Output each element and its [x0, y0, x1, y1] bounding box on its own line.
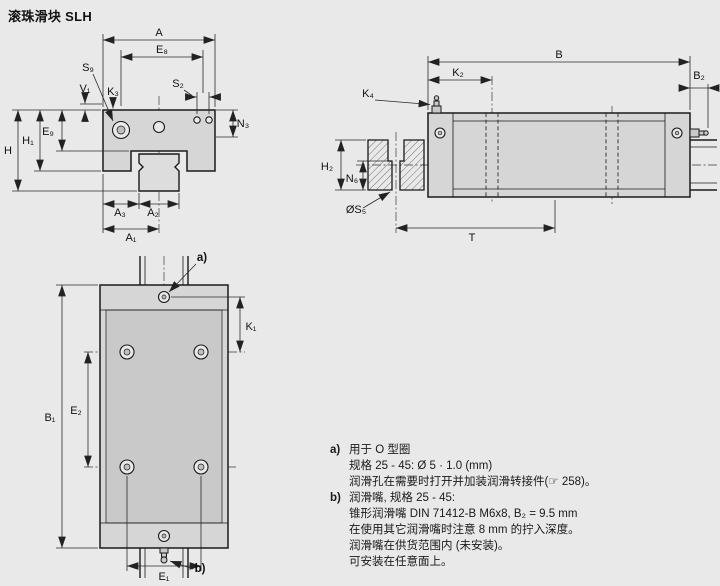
runner-block-section	[102, 109, 216, 172]
dim-label-k1: K₁	[245, 321, 256, 333]
footnote-b-line-2: 锥形润滑嘴 DIN 71412-B M6x8, B₂ = 9.5 mm	[349, 508, 578, 520]
dim-label-k2: K₂	[452, 67, 464, 79]
front-view: A E₈ S₉ K₃ V₁ S₂ N₃ E₉ H₁ H A₃ A₂ A₁	[4, 27, 249, 244]
footnote-a-line-2: 规格 25 - 45: Ø 5 · 1.0 (mm)	[349, 460, 493, 472]
dim-label-b2: B₂	[693, 70, 705, 82]
front-view-dimension-labels: A E₈ S₉ K₃ V₁ S₂ N₃ E₉ H₁ H A₃ A₂ A₁	[4, 27, 249, 244]
block-side-details	[434, 113, 683, 197]
dim-label-s9: S₉	[82, 62, 94, 74]
rail-side-right	[690, 139, 717, 191]
dim-label-n3: N₃	[237, 118, 249, 130]
grease-nipple-end	[689, 128, 709, 138]
lube-port-bottom	[157, 529, 171, 543]
runner-block-side	[427, 112, 691, 198]
grease-nipple-bottom	[159, 547, 169, 564]
dim-label-s5: ØS₅	[346, 204, 366, 216]
callout-b-label: b)	[195, 563, 206, 575]
dim-label-h: H	[4, 145, 12, 157]
dim-label-k4: K₄	[362, 88, 374, 100]
block-top-body	[105, 309, 223, 524]
grease-nipple-top	[431, 95, 442, 114]
dim-label-b: B	[555, 49, 562, 61]
dim-label-e9: E₉	[42, 126, 54, 138]
top-view-extension-lines	[56, 284, 245, 571]
footnote-b-line-3: 在使用其它润滑嘴时注意 8 mm 的拧入深度。	[349, 524, 580, 536]
rail-section-hatched-left	[367, 139, 393, 191]
page-title: 滚珠滑块 SLH	[8, 9, 93, 24]
top-view-dimension-lines	[58, 263, 244, 570]
top-view: K₁ B₁ E₂ E₁ a) b)	[44, 252, 256, 583]
footnote-a: a) 用于 O 型圈 规格 25 - 45: Ø 5 · 1.0 (mm) 润滑…	[330, 442, 718, 490]
dim-label-v1: V₁	[79, 83, 90, 95]
front-view-holes	[111, 116, 213, 140]
dim-label-e2: E₂	[70, 405, 82, 417]
dim-label-b1: B₁	[44, 412, 55, 424]
lube-port-top	[157, 290, 171, 304]
callout-a-label: a)	[197, 252, 207, 264]
front-view-dimension-lines	[14, 36, 237, 233]
footnotes: a) 用于 O 型圈 规格 25 - 45: Ø 5 · 1.0 (mm) 润滑…	[330, 442, 718, 570]
side-view: B K₂ B₂ K₄ H₂ N₆ ØS₅ T	[321, 49, 720, 244]
dim-label-h2: H₂	[321, 161, 333, 173]
dim-label-e1: E₁	[158, 571, 169, 583]
rail-section-hatched-right	[399, 139, 425, 191]
footnote-b-line-5: 可安装在任意面上。	[349, 556, 453, 568]
side-view-dimension-lines	[337, 58, 720, 232]
dim-label-t: T	[469, 232, 476, 244]
dim-label-e8: E₈	[156, 44, 168, 56]
mounting-holes	[119, 344, 209, 475]
side-view-dimension-labels: B K₂ B₂ K₄ H₂ N₆ ØS₅ T	[321, 49, 705, 244]
footnote-b-line-1: 润滑嘴, 规格 25 - 45:	[349, 492, 456, 504]
footnote-a-line-3: 润滑孔在需要时打开并加装润滑转接件(☞ 258)。	[349, 476, 597, 488]
footnote-a-line-1: 用于 O 型圈	[349, 444, 411, 456]
footnote-b-marker: b)	[330, 492, 341, 504]
footnote-b-line-4: 润滑嘴在供货范围内 (未安装)。	[349, 540, 510, 552]
guide-rail-section	[138, 153, 180, 192]
dim-label-a: A	[155, 27, 163, 39]
footnote-b: b) 润滑嘴, 规格 25 - 45: 锥形润滑嘴 DIN 71412-B M6…	[330, 490, 718, 570]
dim-label-a1: A₁	[125, 232, 136, 244]
dim-label-a3: A₃	[114, 207, 126, 219]
dim-label-a2: A₂	[147, 207, 159, 219]
top-view-dimension-labels: K₁ B₁ E₂ E₁ a) b)	[44, 252, 256, 583]
footnote-a-marker: a)	[330, 444, 341, 456]
dim-label-n6: N₆	[346, 173, 358, 185]
end-cap-lines	[100, 309, 228, 524]
dim-label-s2: S₂	[172, 78, 184, 90]
dim-label-k3: K₃	[107, 86, 119, 98]
dim-label-h1: H₁	[22, 135, 34, 147]
